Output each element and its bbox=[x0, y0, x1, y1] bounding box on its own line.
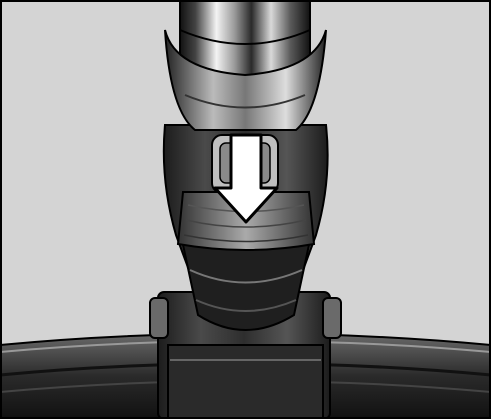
swivel-neck-icon bbox=[162, 124, 329, 331]
press-down-arrow-icon bbox=[213, 133, 279, 224]
vacuum-wand-tube-icon bbox=[164, 0, 327, 131]
